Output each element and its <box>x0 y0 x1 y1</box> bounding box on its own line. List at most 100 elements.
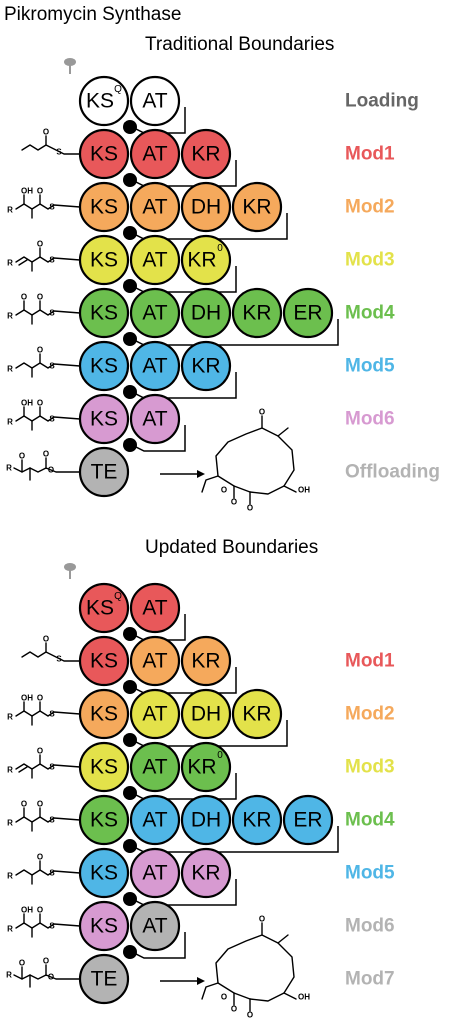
atom-label: R <box>7 365 13 374</box>
module-label: Mod2 <box>345 704 395 725</box>
domain-label: KS <box>90 756 118 779</box>
atom-label: O <box>231 498 237 507</box>
domain-at: AT <box>129 340 181 392</box>
atom-label: R <box>6 464 12 473</box>
domain-ks: KS <box>78 741 130 793</box>
domain-circle <box>231 181 283 233</box>
domain-label: TE <box>91 461 118 484</box>
domain-superscript: Q <box>114 84 122 95</box>
linker-dot <box>123 120 137 134</box>
atom-label: R <box>7 766 13 775</box>
domain-kr: KR <box>180 128 232 180</box>
atom-label: O <box>259 915 265 924</box>
module-label: Mod1 <box>345 144 395 165</box>
atom-label: O <box>37 800 43 809</box>
domain-label: DH <box>191 703 221 726</box>
domain-circle <box>282 287 334 339</box>
module-label: Mod3 <box>345 757 395 778</box>
atom-label: O <box>21 293 27 302</box>
atom-label: O <box>231 1005 237 1014</box>
domain-dh: DH <box>180 794 232 846</box>
domain-kr: KR <box>180 635 232 687</box>
atom-label: OH <box>21 187 33 196</box>
domain-label: AT <box>142 302 167 325</box>
atom-label: O <box>21 800 27 809</box>
atom-label: R <box>6 971 12 980</box>
atom-label: OH <box>298 486 310 495</box>
atom-label: O <box>37 346 43 355</box>
section-heading: Updated Boundaries <box>145 537 318 558</box>
domain-circle <box>129 847 181 899</box>
atom-label: R <box>7 872 13 881</box>
domain-te: TE <box>78 953 130 1005</box>
domain-circle <box>129 181 181 233</box>
module-label: Mod1 <box>345 651 395 672</box>
domain-circle <box>180 128 232 180</box>
domain-ks: KS <box>78 794 130 846</box>
domain-at: AT <box>129 794 181 846</box>
atom-label: R <box>7 418 13 427</box>
domain-label: AT <box>142 355 167 378</box>
domain-label: AT <box>142 650 167 673</box>
domain-label: KR <box>187 249 216 272</box>
domain-circle <box>129 635 181 687</box>
domain-label: KS <box>90 408 118 431</box>
atom-label: S <box>49 203 55 212</box>
domain-circle <box>180 234 232 286</box>
atom-label: O <box>37 694 43 703</box>
domain-at: AT <box>129 688 181 740</box>
domain-circle <box>282 794 334 846</box>
substrate-structure: OSR <box>7 747 81 779</box>
domain-at: AT <box>129 393 181 445</box>
module-label: Mod2 <box>345 197 395 218</box>
atom-label: O <box>259 408 265 417</box>
atom-label: S <box>49 869 55 878</box>
atom-label: S <box>49 763 55 772</box>
atom-label: OH <box>21 906 33 915</box>
domain-circle <box>78 75 130 127</box>
domain-at: AT <box>129 582 181 634</box>
domain-ks: KS <box>78 128 130 180</box>
domain-ks: KS <box>78 287 130 339</box>
domain-label: DH <box>191 196 221 219</box>
domain-superscript: 0 <box>217 750 223 761</box>
domain-ks: KS <box>78 340 130 392</box>
domain-at: AT <box>129 75 181 127</box>
linker-dot <box>123 438 137 452</box>
atom-label: R <box>7 819 13 828</box>
domain-label: KS <box>90 650 118 673</box>
module-label: Mod3 <box>345 250 395 271</box>
atom-label: R <box>7 713 13 722</box>
domain-at: AT <box>129 128 181 180</box>
substrate-structure: OSR <box>7 240 81 272</box>
atom-label: O <box>43 128 49 137</box>
domain-label: AT <box>142 756 167 779</box>
atom-label: S <box>49 710 55 719</box>
atom-label: S <box>49 256 55 265</box>
linker-dot <box>123 945 137 959</box>
atom-label: OH <box>298 993 310 1002</box>
domain-ks: KS <box>78 234 130 286</box>
domain-kr: KR <box>231 181 283 233</box>
domain-label: AT <box>142 597 167 620</box>
linker-dot <box>123 226 137 240</box>
domain-label: KS <box>90 302 118 325</box>
domain-circle <box>129 75 181 127</box>
atom-label: O <box>221 993 227 1002</box>
module-row: KS AT KR Mod1 <box>78 635 395 694</box>
domain-circle <box>180 181 232 233</box>
module-label: Loading <box>345 91 419 112</box>
domain-kr: KR <box>231 688 283 740</box>
atom-label: O <box>19 959 25 968</box>
domain-at: AT <box>129 181 181 233</box>
